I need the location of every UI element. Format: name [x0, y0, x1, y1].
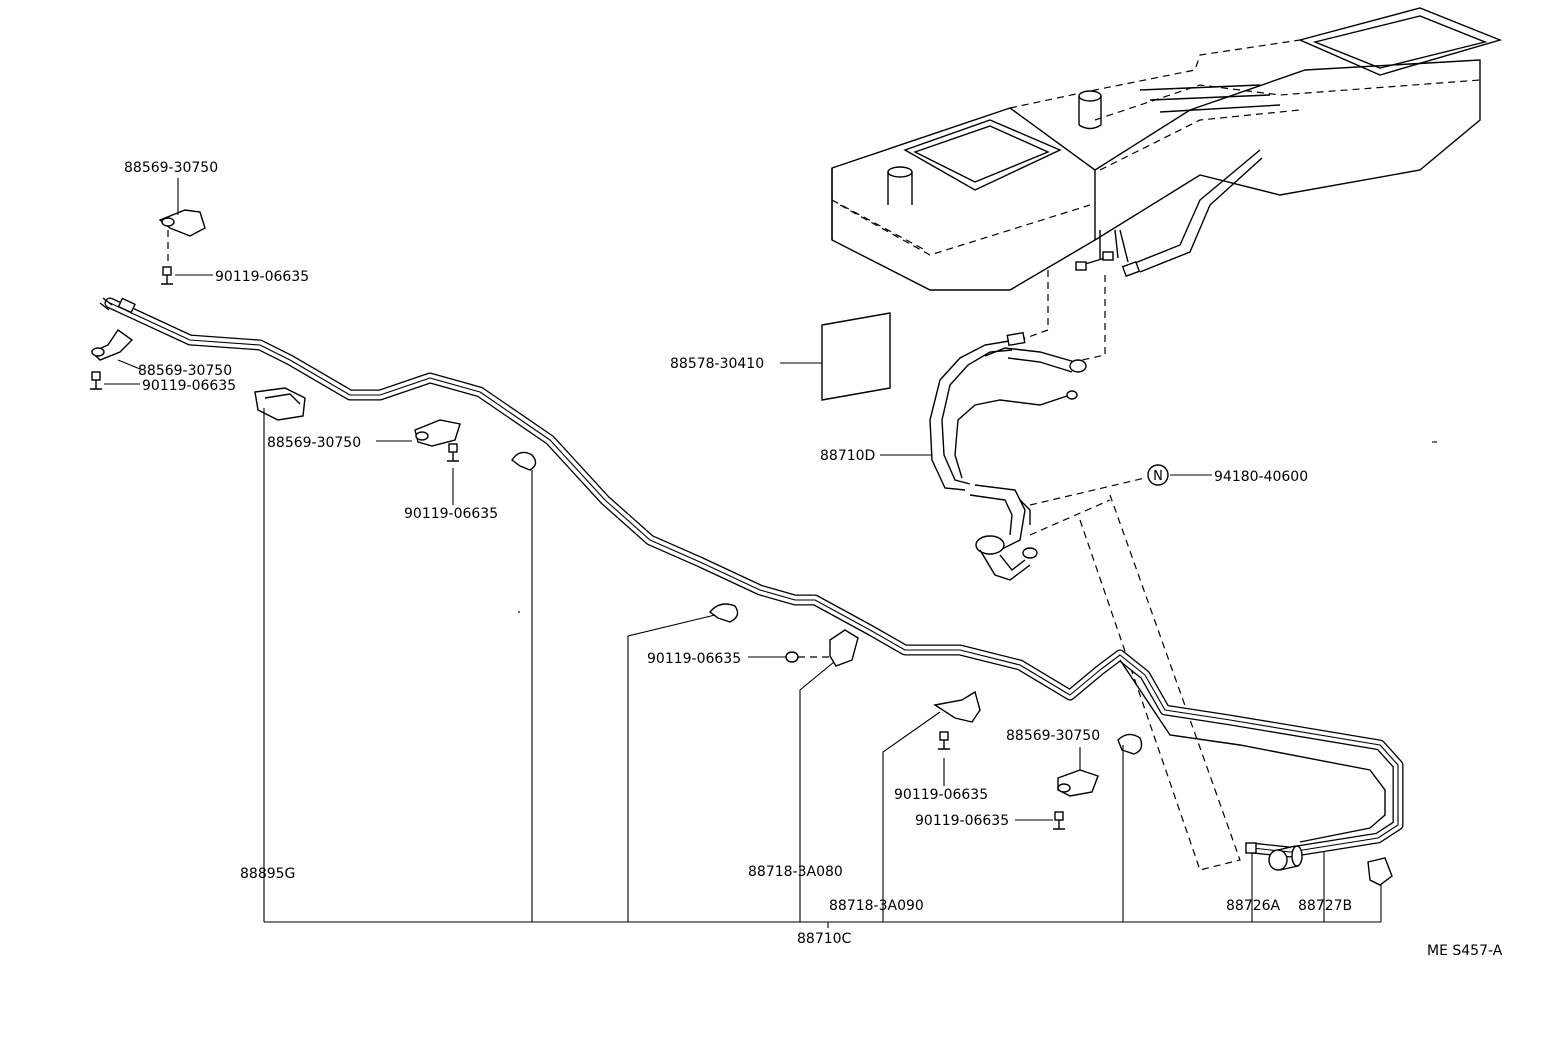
reference-code: ME S457-A: [1427, 943, 1503, 959]
clamp-3a090: [933, 690, 981, 723]
label-part-88727b: 88727B: [1298, 898, 1352, 914]
label-plate: [821, 312, 891, 401]
clip-end: [1367, 857, 1393, 886]
receiver-tank: [831, 7, 1503, 361]
clamp-mid: [414, 419, 461, 447]
label-bolt-right2: 90119-06635: [915, 813, 1009, 829]
label-clamp-right: 88569-30750: [1006, 728, 1100, 744]
clamp-right: [1057, 769, 1099, 797]
bolt-right2: [1053, 811, 1065, 830]
label-bolt-top: 90119-06635: [215, 269, 309, 285]
leader-lines: [104, 178, 1382, 928]
label-clamp-3a080: 88718-3A080: [748, 864, 843, 880]
bolt-mid: [447, 443, 459, 462]
label-nut-94180: 94180-40600: [1214, 469, 1308, 485]
label-clamp-3a090: 88718-3A090: [829, 898, 924, 914]
label-88578: 88578-30410: [670, 356, 764, 372]
label-hose-88710d: 88710D: [820, 448, 875, 464]
hose-assembly: [929, 331, 1087, 581]
bolt-top: [161, 266, 173, 285]
nut-symbol-text: N: [1153, 469, 1163, 484]
label-bracket-88895g: 88895G: [240, 866, 295, 882]
label-bolt-right1: 90119-06635: [894, 787, 988, 803]
clip-2: [708, 603, 739, 623]
label-clamp-left: 88569-30750: [138, 363, 232, 379]
label-clamp-mid: 88569-30750: [267, 435, 361, 451]
clamp-left: [90, 329, 134, 361]
label-bolt-mid: 90119-06635: [404, 506, 498, 522]
clamp-3a080: [785, 629, 859, 667]
label-clamp-top: 88569-30750: [124, 160, 218, 176]
bolt-left: [90, 371, 102, 390]
nut-symbol-icon: N: [1147, 464, 1169, 486]
label-bolt-left: 90119-06635: [142, 378, 236, 394]
main-pipe: [99, 297, 1404, 858]
clip-3: [1117, 733, 1143, 755]
part-labels: 88569-30750 90119-06635 88569-30750 9011…: [124, 160, 1503, 959]
clip-1: [511, 451, 537, 471]
label-pipe-88710c: 88710C: [797, 931, 852, 947]
clamp-top: [158, 209, 206, 237]
label-bolt-center: 90119-06635: [647, 651, 741, 667]
end-fittings: [1245, 842, 1303, 871]
bracket-88895g: [254, 387, 306, 421]
bolt-right1: [938, 731, 950, 750]
label-part-88726a: 88726A: [1226, 898, 1281, 914]
